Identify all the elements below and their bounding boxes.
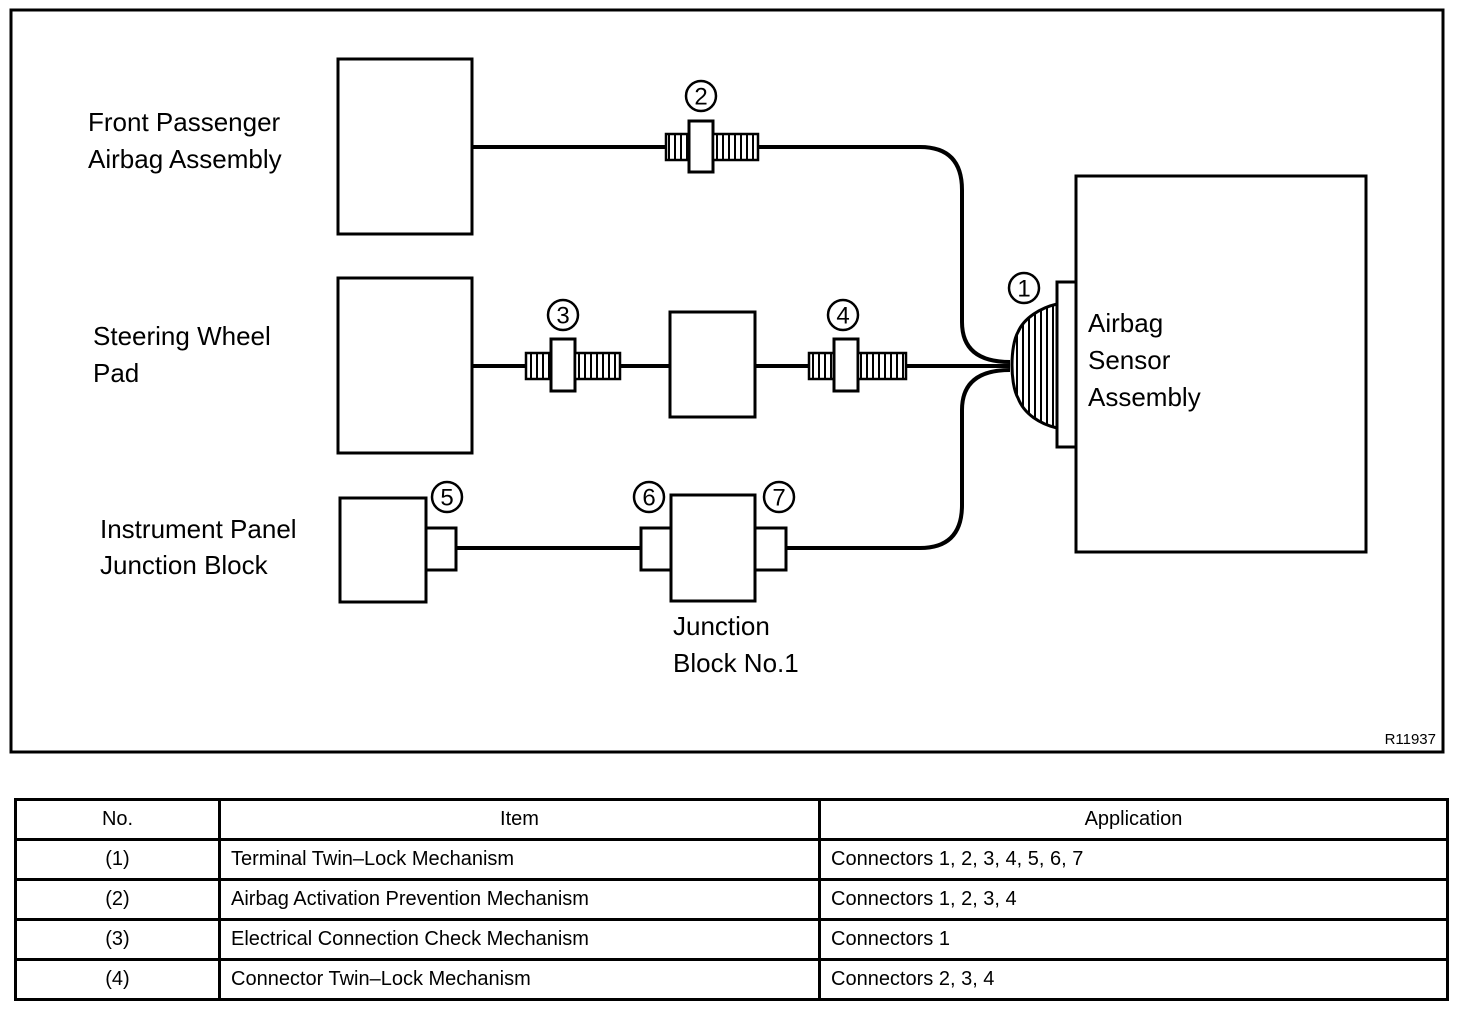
svg-text:4: 4 [836, 303, 849, 330]
airbag-wiring-diagram: 1 2 3 4 5 6 7 Front Passenger Airbag Ass… [9, 8, 1445, 754]
instrument-panel-junction-block-label: Instrument Panel Junction Block [100, 514, 304, 580]
row-number: (2) [14, 878, 221, 921]
junction-block-no1-label: Junction Block No.1 [673, 611, 799, 678]
connector-number-4: 4 [826, 298, 860, 332]
row-number: (4) [14, 958, 221, 1001]
header-item: Item [218, 798, 821, 841]
diagram-frame [9, 8, 1445, 754]
table-row: (4) Connector Twin–Lock Mechanism Connec… [14, 958, 1449, 1001]
row-item: Electrical Connection Check Mechanism [218, 918, 821, 961]
front-passenger-airbag-label: Front Passenger Airbag Assembly [88, 107, 287, 174]
junction-block-no1-box [669, 493, 757, 603]
connector-7-plug [753, 526, 788, 572]
svg-text:3: 3 [556, 303, 569, 330]
airbag-sensor-assembly-box [1074, 174, 1368, 554]
table-row: (2) Airbag Activation Prevention Mechani… [14, 878, 1449, 921]
svg-text:2: 2 [694, 84, 707, 111]
mechanism-table: No. Item Application (1) Terminal Twin–L… [14, 798, 1449, 1001]
wiring-harness [456, 145, 1011, 550]
connector-2 [664, 119, 760, 174]
connector-number-3: 3 [546, 298, 580, 332]
row-application: Connectors 1 [818, 918, 1449, 961]
svg-text:7: 7 [772, 485, 785, 512]
table-header-row: No. Item Application [14, 798, 1449, 841]
sensor-connector-socket [1055, 280, 1078, 449]
header-no: No. [14, 798, 221, 841]
connector-5-plug [424, 526, 458, 572]
connector-number-1: 1 [1007, 271, 1041, 305]
table-row: (3) Electrical Connection Check Mechanis… [14, 918, 1449, 961]
row-item: Airbag Activation Prevention Mechanism [218, 878, 821, 921]
table-row: (1) Terminal Twin–Lock Mechanism Connect… [14, 838, 1449, 881]
row-application: Connectors 2, 3, 4 [818, 958, 1449, 1001]
steering-wheel-pad-box [336, 276, 474, 455]
front-passenger-airbag-box [336, 57, 474, 236]
spiral-cable-box [668, 310, 757, 419]
connector-number-2: 2 [684, 79, 718, 113]
row-number: (1) [14, 838, 221, 881]
connector-4 [807, 337, 908, 393]
connector-number-6: 6 [632, 480, 666, 514]
connector-number-5: 5 [430, 480, 464, 514]
airbag-sensor-assembly-label: Airbag Sensor Assembly [1088, 308, 1201, 412]
svg-text:1: 1 [1017, 276, 1030, 303]
header-application: Application [818, 798, 1449, 841]
figure-code: R11937 [1385, 731, 1436, 748]
row-item: Connector Twin–Lock Mechanism [218, 958, 821, 1001]
connector-number-7: 7 [762, 480, 796, 514]
instrument-panel-junction-block-box [338, 496, 428, 604]
connector-1 [1010, 302, 1059, 430]
row-application: Connectors 1, 2, 3, 4 [818, 878, 1449, 921]
svg-text:5: 5 [440, 485, 453, 512]
steering-wheel-pad-label: Steering Wheel Pad [93, 321, 278, 388]
connector-3 [524, 337, 622, 393]
connector-6-plug [639, 526, 673, 572]
svg-text:6: 6 [642, 485, 655, 512]
row-application: Connectors 1, 2, 3, 4, 5, 6, 7 [818, 838, 1449, 881]
row-item: Terminal Twin–Lock Mechanism [218, 838, 821, 881]
row-number: (3) [14, 918, 221, 961]
